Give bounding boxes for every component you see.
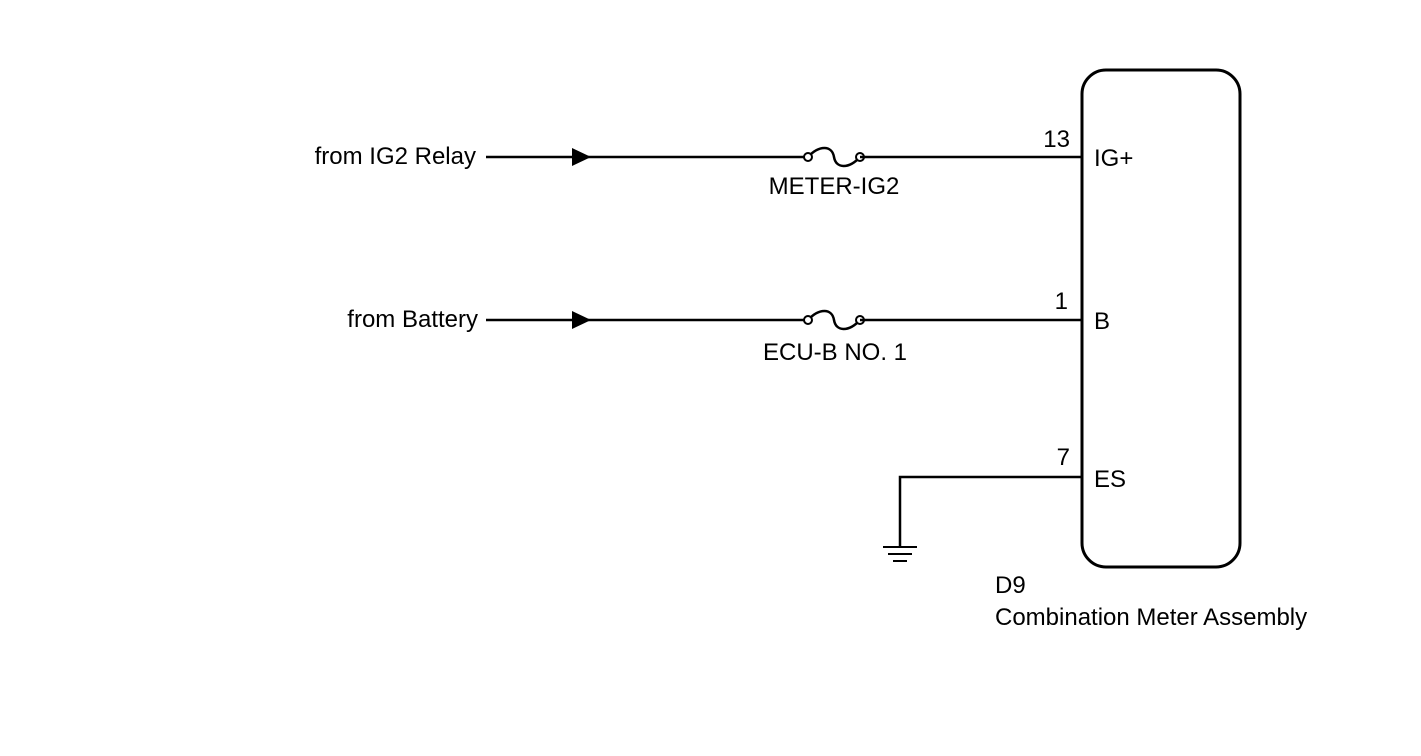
circuit-ig2: from IG2 Relay METER-IG2 13 IG+ — [315, 126, 1134, 200]
fuse-label-meter-ig2: METER-IG2 — [769, 173, 900, 200]
pin-number-13: 13 — [1043, 126, 1070, 153]
pin-number-1: 1 — [1055, 288, 1068, 315]
wire-ground — [898, 475, 1082, 546]
terminal-label-es: ES — [1094, 466, 1126, 493]
component-name: Combination Meter Assembly — [995, 604, 1307, 631]
terminal-label-b: B — [1094, 308, 1110, 335]
circuit-battery: from Battery ECU-B NO. 1 1 B — [347, 288, 1110, 366]
pin-number-7: 7 — [1057, 444, 1070, 471]
arrow-right-icon — [572, 311, 591, 329]
source-label-battery: from Battery — [347, 306, 478, 333]
circuit-ground: 7 ES — [883, 444, 1126, 562]
terminal-label-ig-plus: IG+ — [1094, 145, 1133, 172]
fuse-icon — [803, 146, 865, 168]
combination-meter-box — [1080, 68, 1242, 569]
fuse-icon — [803, 309, 865, 331]
arrow-right-icon — [572, 148, 591, 166]
component-code: D9 — [995, 572, 1026, 599]
ground-icon — [883, 546, 917, 562]
fuse-label-ecu-b-no1: ECU-B NO. 1 — [763, 339, 907, 366]
source-label-ig2-relay: from IG2 Relay — [315, 143, 476, 170]
